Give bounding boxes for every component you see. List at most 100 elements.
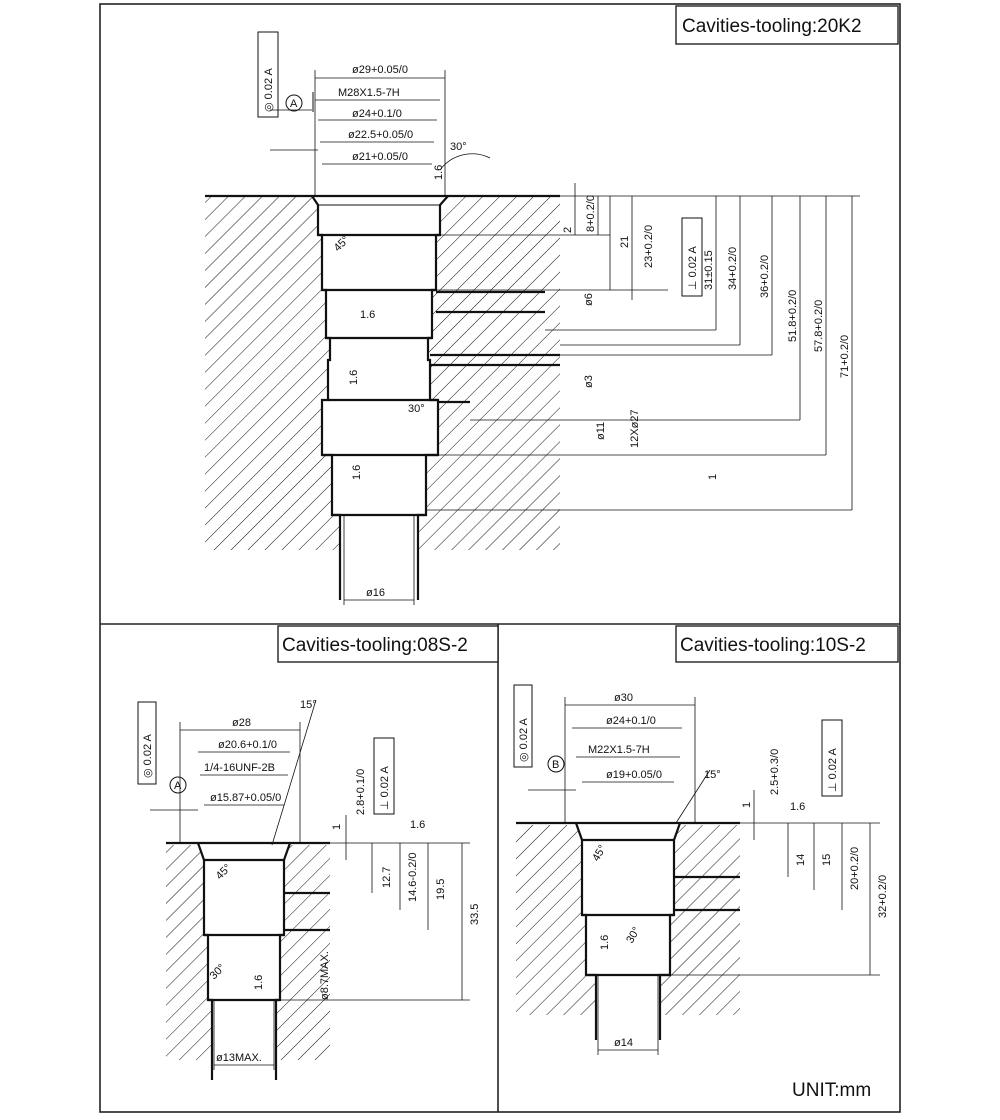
roughness-10-b: 1.6 [790,801,805,813]
fcf-top-text: ◎ 0.02 A [263,67,275,112]
angle-30-10: 30° [624,925,643,945]
fcf-perp-10: ⊥ 0.02 A [827,748,839,792]
dia-08-87: ø8.7MAX. [319,951,331,1000]
roughness-4: 1.6 [433,165,445,180]
fcf-left-08: ◎ 0.02 A [142,733,154,778]
dim-phi29: ø29+0.05/0 [352,64,408,76]
depth-08-1: 1 [331,824,343,830]
angle-15-10: 15° [704,769,721,781]
depth-10-32: 32+0.2/0 [877,875,889,918]
depth-578: 57.8+0.2/0 [813,300,825,352]
dia-12x27: 12Xø27 [629,409,641,448]
angle-30-label: 30° [450,141,467,153]
panel-08s2: Cavities-tooling:08S-2 ø28 ø20.6+0.1/0 1… [137,625,499,1080]
datum-letter-08: A [174,780,182,792]
dia-11: ø11 [595,422,607,440]
dim-08-1587: ø15.87+0.05/0 [210,792,281,804]
fcf-perp-box-10 [821,719,843,797]
depth-31: 31±0.15 [703,250,715,290]
datum-circle-10 [547,755,565,773]
dim-08-28: ø28 [232,717,251,729]
angle-45-label: 45° [332,234,352,254]
dim-08-13: ø13MAX. [216,1052,262,1064]
hatch-left-20k2 [205,197,340,550]
hatch-left-08s2 [166,845,212,1060]
depth-10-15: 15 [821,854,833,866]
depth-10-25: 2.5+0.3/0 [769,749,781,795]
hatch-right-10s2 [660,825,740,1015]
depth-36: 36+0.2/0 [759,255,771,298]
title-20k2: Cavities-tooling:20K2 [682,16,862,37]
depth-10-20: 20+0.2/0 [849,847,861,890]
fcf-perp-box-08 [373,737,395,815]
title-08s2: Cavities-tooling:08S-2 [282,635,468,656]
roughness-08-a: 1.6 [253,975,265,990]
hatch-right-20k2 [418,197,560,550]
dia-6: ø6 [583,293,595,306]
panel-20k2: Cavities-tooling:20K2 ø29+0.05 [205,5,899,605]
datum-letter-10: B [552,759,559,771]
depth-08-195: 19.5 [435,879,447,900]
datum-circle [285,94,303,112]
depth-21: 21 [619,236,631,248]
datum-letter-20k2: A [290,98,298,110]
fcf-perp-box-20k2 [681,217,703,297]
depth-518: 51.8+0.2/0 [787,290,799,342]
angle-line-15-10 [675,769,711,824]
hatch-left-10s2 [516,825,596,1015]
title-box-10s2 [675,625,899,663]
roughness-1: 1.6 [360,309,375,321]
outer-frame [99,3,901,1113]
depth-2: 2 [562,227,574,233]
angle-arc-30 [439,153,491,171]
dim-10-m22: M22X1.5-7H [588,744,650,756]
depth-23: 23+0.2/0 [643,225,655,268]
depth-08-127: 12.7 [381,867,393,888]
dia-3: ø3 [583,375,595,388]
unit-label: UNIT:mm [792,1080,871,1101]
depth-34: 34+0.2/0 [727,247,739,290]
title-10s2: Cavities-tooling:10S-2 [680,635,866,656]
roughness-3: 1.6 [351,465,363,480]
depth-08-28: 2.8+0.1/0 [355,769,367,815]
fcf-box-08 [137,701,157,785]
dim-m28: M28X1.5-7H [338,87,400,99]
dim-phi21: ø21+0.05/0 [352,151,408,163]
angle-15-08: 15° [300,699,317,711]
fcf-perp-20k2: ⊥ 0.02 A [687,246,699,290]
datum-circle-08 [169,776,187,794]
dim-phi225: ø22.5+0.05/0 [348,129,413,141]
angle-45-08: 45° [214,862,234,882]
depth-10-1: 1 [741,802,753,808]
roughness-08-b: 1.6 [410,819,425,831]
panel-10s2: Cavities-tooling:10S-2 ø30 ø24+0.1/0 M22… [513,625,899,1101]
depth-08-146: 14.6-0.2/0 [407,852,419,902]
fcf-left-10: ◎ 0.02 A [518,717,530,762]
angle-30b-label: 30° [408,403,425,415]
small-one-20k2: 1 [707,474,719,480]
roughness-2: 1.6 [348,370,360,385]
angle-45-10: 45° [590,843,609,863]
dim-08-unf: 1/4-16UNF-2B [204,762,275,774]
fcf-perp-08: ⊥ 0.02 A [379,766,391,810]
roughness-10-a: 1.6 [599,935,611,950]
dim-phi16: ø16 [366,587,385,599]
fcf-box-top [257,31,279,118]
cavity-profile-08s2 [196,842,292,1080]
fcf-box-10 [513,684,533,768]
dim-10-14: ø14 [614,1037,633,1049]
title-box-20k2 [675,5,899,45]
hatch-right-08s2 [276,845,330,1060]
depth-8: 8+0.2/0 [585,195,597,232]
angle-30-08: 30° [208,962,228,982]
dim-10-24: ø24+0.1/0 [606,715,656,727]
depth-10-14: 14 [795,854,807,866]
dim-phi24: ø24+0.1/0 [352,108,402,120]
angle-line-15-08 [271,699,317,846]
depth-08-335: 33.5 [469,904,481,925]
depth-71: 71+0.2/0 [839,335,851,378]
dim-10-19: ø19+0.05/0 [606,769,662,781]
dim-10-30: ø30 [614,692,633,704]
title-box-08s2 [277,625,499,663]
